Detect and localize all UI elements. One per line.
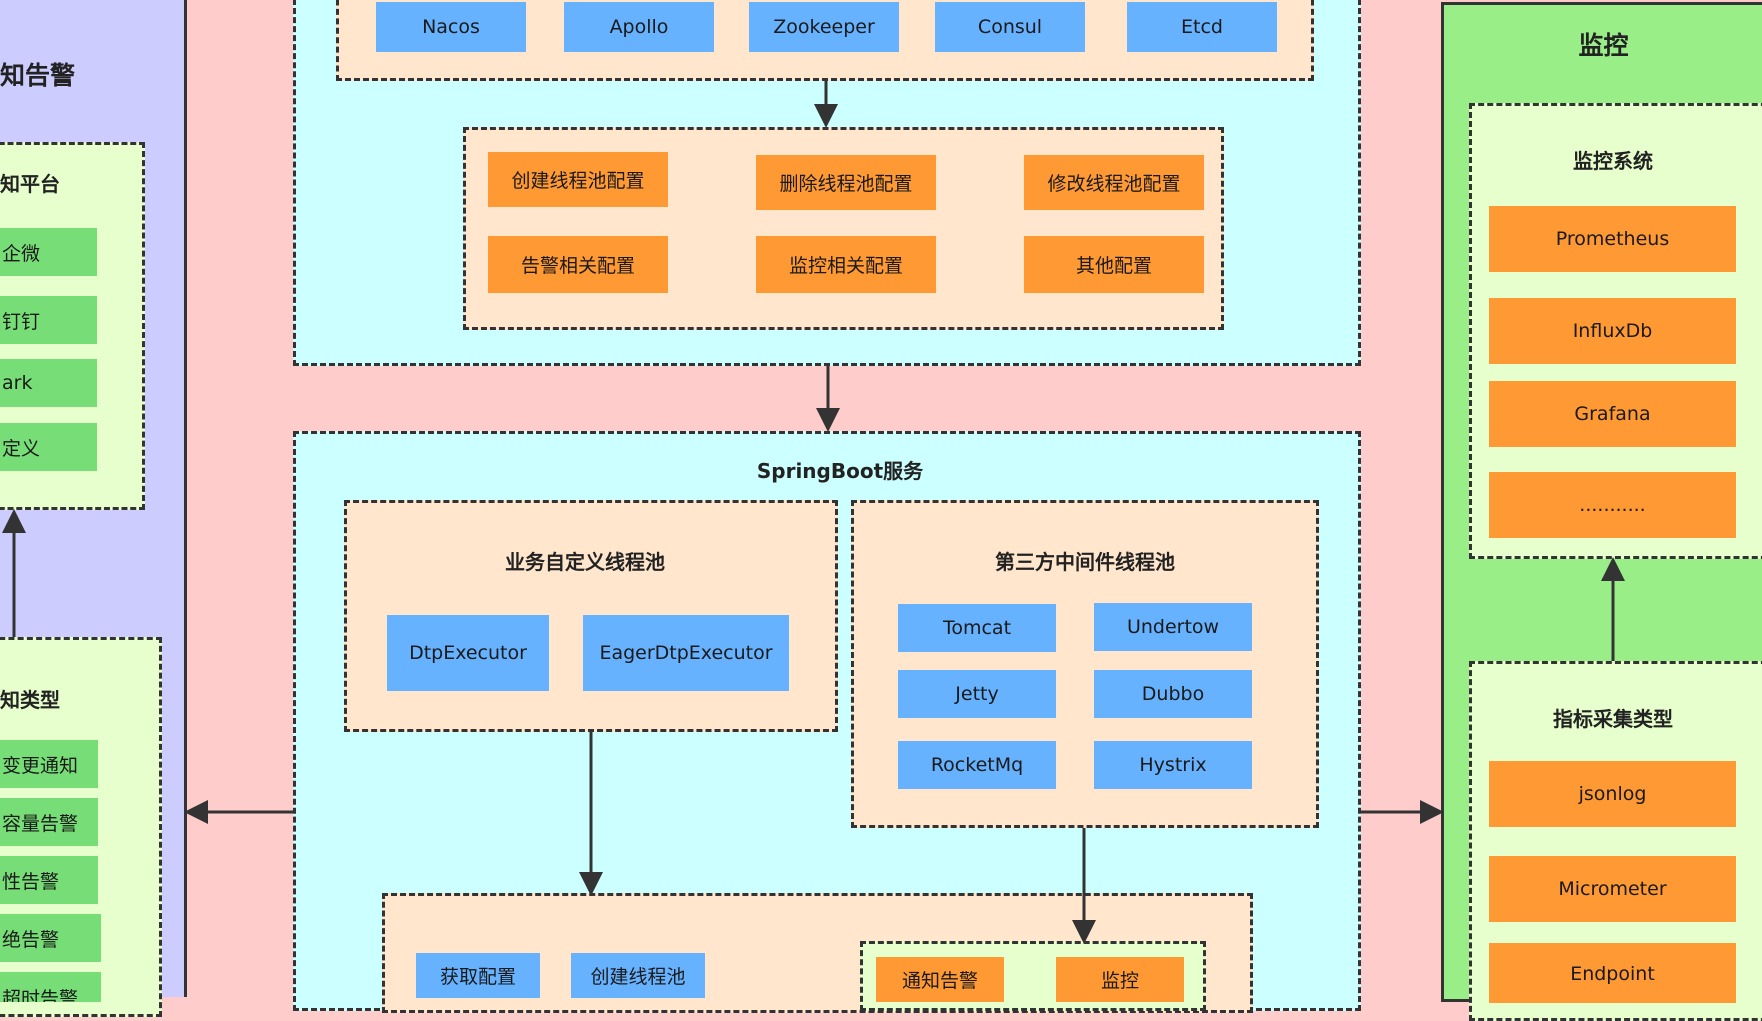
platform-item-wecom: 企微 bbox=[0, 228, 97, 276]
config-type-alarm: 告警相关配置 bbox=[488, 236, 668, 293]
notify-alarm-title: 知告警 bbox=[0, 61, 76, 90]
third-pool-title: 第三方中间件线程池 bbox=[995, 550, 1175, 574]
notify-type-title: 知类型 bbox=[0, 688, 60, 712]
monitor-grafana: Grafana bbox=[1489, 381, 1736, 447]
type-item-reject: 绝告警 bbox=[0, 914, 101, 962]
platform-item-lark: ark bbox=[0, 359, 97, 407]
connector-arrows bbox=[1, 81, 1625, 944]
config-type-create: 创建线程池配置 bbox=[488, 152, 668, 207]
platform-item-custom: 定义 bbox=[0, 423, 97, 471]
config-type-modify: 修改线程池配置 bbox=[1024, 155, 1204, 210]
pool-dtp-executor: DtpExecutor bbox=[387, 615, 549, 691]
pool-rocketmq: RocketMq bbox=[898, 741, 1056, 789]
metrics-micrometer: Micrometer bbox=[1489, 856, 1736, 922]
config-type-other: 其他配置 bbox=[1024, 236, 1204, 293]
metrics-title: 指标采集类型 bbox=[1553, 707, 1673, 731]
config-center-zookeeper: Zookeeper bbox=[749, 2, 899, 52]
metrics-jsonlog: jsonlog bbox=[1489, 761, 1736, 827]
config-center-consul: Consul bbox=[935, 2, 1085, 52]
config-center-etcd: Etcd bbox=[1127, 2, 1277, 52]
core-create-pool: 创建线程池 bbox=[571, 953, 705, 998]
platform-item-dingtalk: 钉钉 bbox=[0, 296, 97, 344]
pool-tomcat: Tomcat bbox=[898, 604, 1056, 652]
monitor-more: ........... bbox=[1489, 472, 1736, 538]
monitor-influxdb: InfluxDb bbox=[1489, 298, 1736, 364]
monitor-prometheus: Prometheus bbox=[1489, 206, 1736, 272]
notify-platform-title: 知平台 bbox=[0, 172, 60, 196]
config-type-monitor: 监控相关配置 bbox=[756, 236, 936, 293]
core-get-config: 获取配置 bbox=[416, 953, 540, 998]
custom-pool-title: 业务自定义线程池 bbox=[505, 550, 665, 574]
config-center-apollo: Apollo bbox=[564, 2, 714, 52]
pool-eager-dtp-executor: EagerDtpExecutor bbox=[583, 615, 789, 691]
pool-undertow: Undertow bbox=[1094, 603, 1252, 651]
springboot-title: SpringBoot服务 bbox=[756, 459, 924, 483]
config-center-nacos: Nacos bbox=[376, 2, 526, 52]
type-item-capacity: 容量告警 bbox=[0, 798, 98, 846]
pool-hystrix: Hystrix bbox=[1094, 741, 1252, 789]
type-item-liveness: 性告警 bbox=[0, 856, 98, 904]
monitor-title: 监控 bbox=[1578, 31, 1629, 60]
pool-dubbo: Dubbo bbox=[1094, 670, 1252, 718]
monitor-system-title: 监控系统 bbox=[1573, 149, 1653, 173]
type-item-change: 变更通知 bbox=[0, 740, 98, 788]
pool-jetty: Jetty bbox=[898, 670, 1056, 718]
config-type-delete: 删除线程池配置 bbox=[756, 155, 936, 210]
